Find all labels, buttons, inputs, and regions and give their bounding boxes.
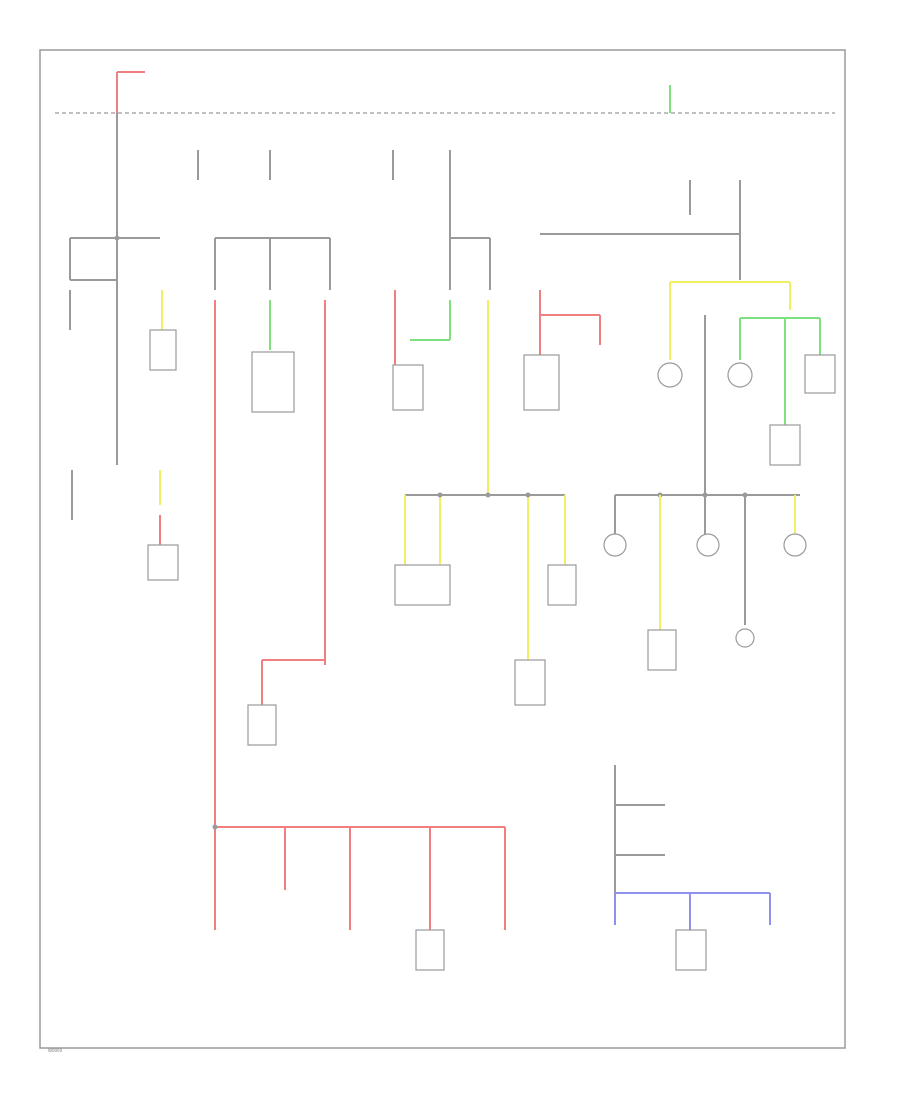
- left-main-feed: [69, 71, 179, 581]
- bottom-right-feed: [614, 765, 771, 971]
- center-feed: [392, 150, 601, 706]
- right-feed: [540, 85, 836, 671]
- diagram-frame: [39, 49, 846, 1049]
- footer-code: W0000: [48, 1048, 63, 1053]
- center-left-feed: [197, 150, 506, 971]
